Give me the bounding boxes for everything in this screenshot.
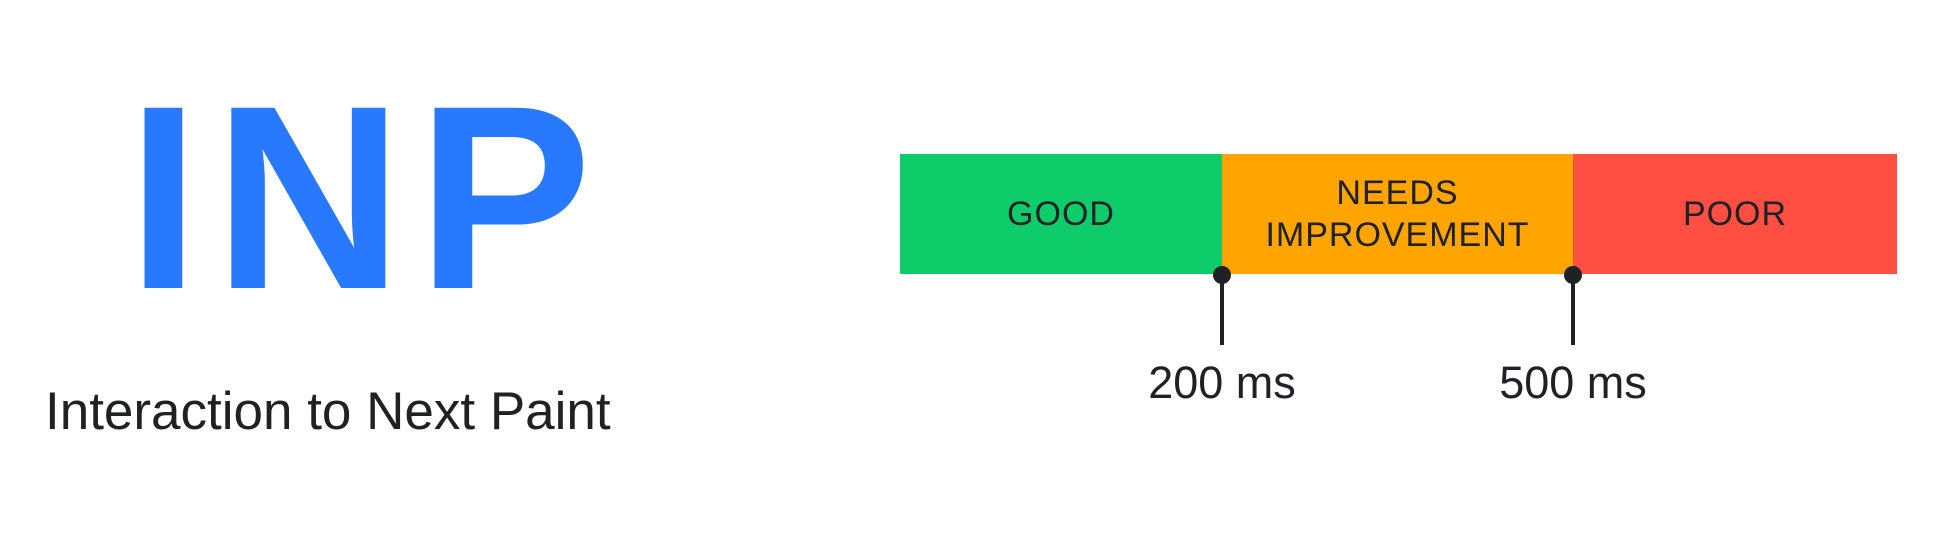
threshold-scale: GOOD NEEDS IMPROVEMENT POOR [900, 154, 1897, 274]
segment-needs-improvement-label: NEEDS IMPROVEMENT [1265, 174, 1530, 254]
threshold-marker-500 [1564, 266, 1582, 346]
segment-poor: POOR [1573, 154, 1897, 274]
segment-needs-improvement: NEEDS IMPROVEMENT [1222, 154, 1573, 274]
segment-good-label: GOOD [1007, 195, 1115, 233]
marker-line [1571, 275, 1575, 345]
metric-name: Interaction to Next Paint [45, 382, 611, 441]
metric-acronym: INP [127, 51, 606, 344]
segment-good: GOOD [900, 154, 1222, 274]
threshold-label-500: 500 ms [1499, 357, 1647, 408]
segment-poor-label: POOR [1682, 195, 1788, 233]
threshold-marker-200 [1213, 266, 1231, 346]
marker-line [1220, 275, 1224, 345]
threshold-label-200: 200 ms [1148, 357, 1296, 408]
